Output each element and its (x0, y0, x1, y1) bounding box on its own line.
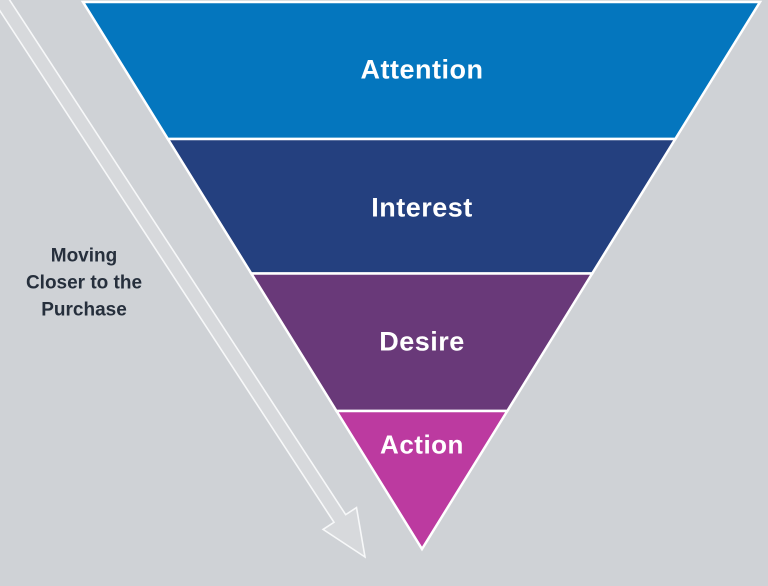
annotation-line-3: Purchase (41, 299, 127, 321)
annotation-moving-closer: Moving Closer to the Purchase (26, 243, 142, 324)
stage-label-interest: Interest (371, 192, 473, 223)
diagonal-arrow (0, 0, 367, 559)
annotation-line-1: Moving (50, 245, 118, 267)
annotation-line-2: Closer to the (25, 272, 143, 294)
stage-label-desire: Desire (379, 326, 465, 357)
funnel-stage-action (334, 409, 510, 552)
stage-label-action: Action (380, 429, 464, 460)
stage-label-attention: Attention (360, 54, 484, 85)
